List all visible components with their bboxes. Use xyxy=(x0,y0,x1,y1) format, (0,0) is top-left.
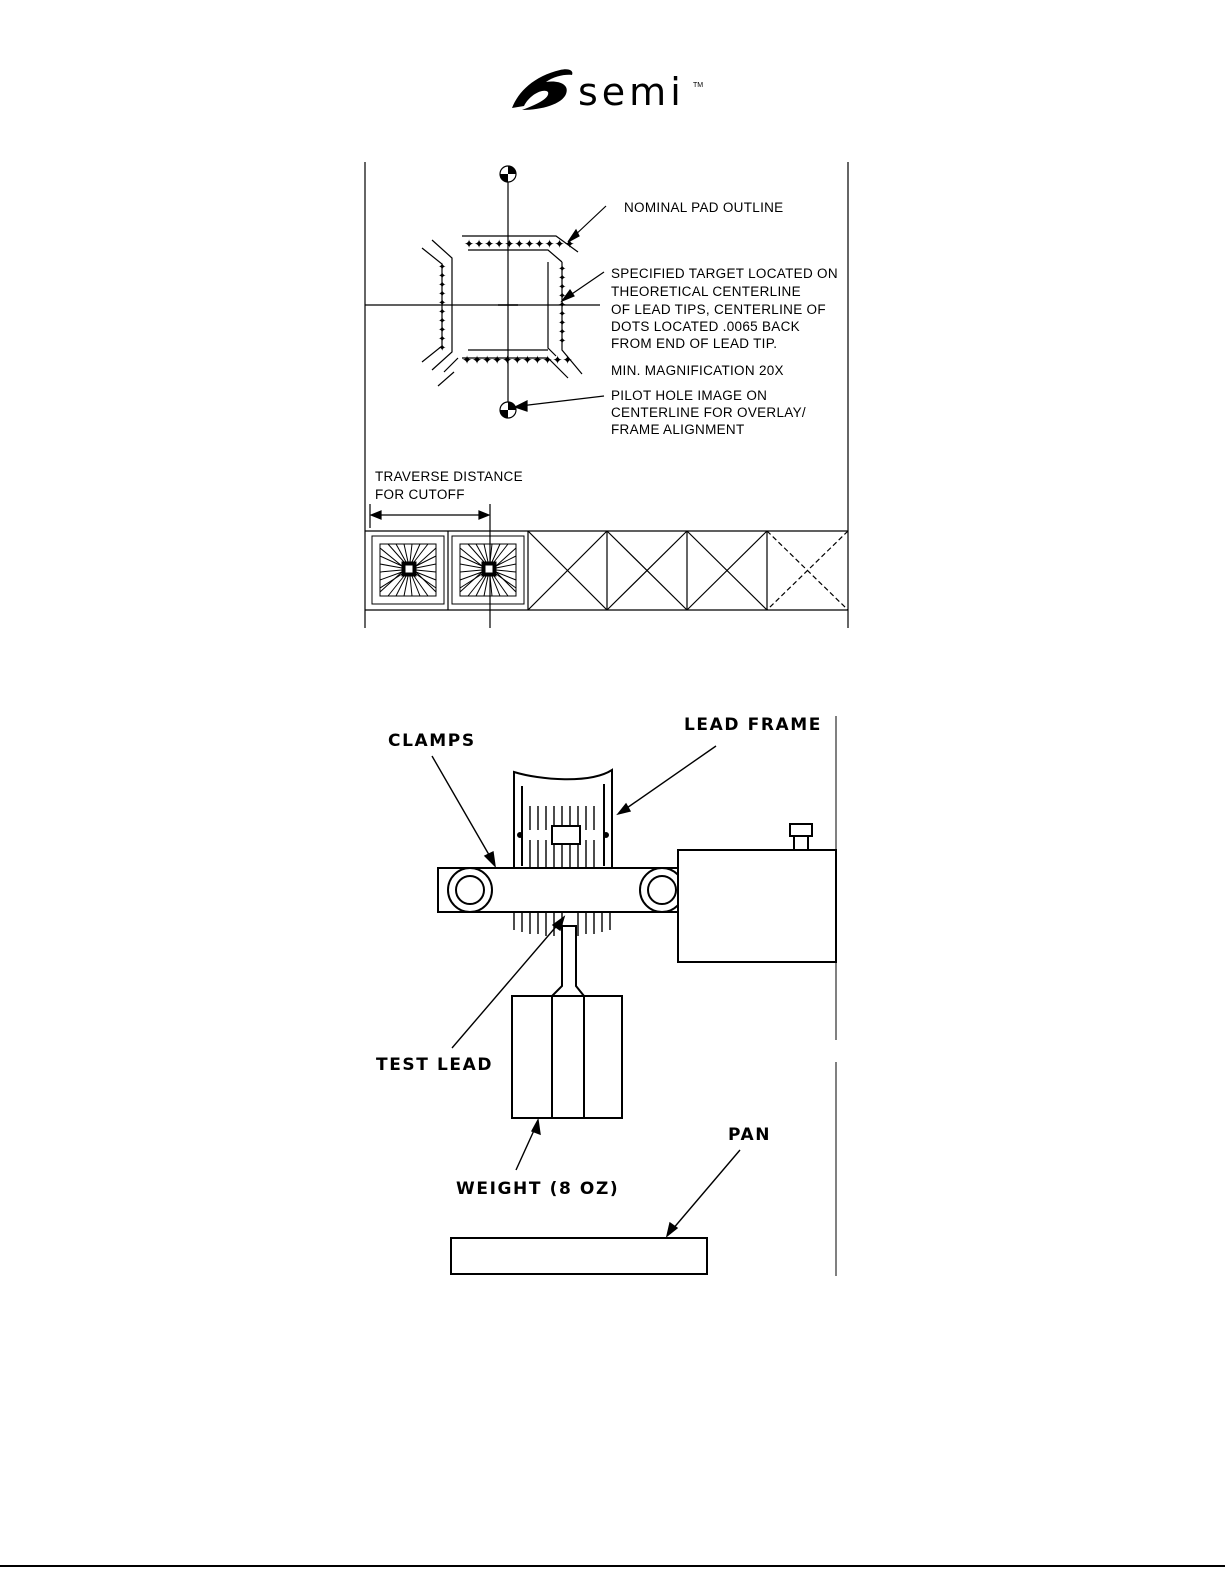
label-pilot-line-1: PILOT HOLE IMAGE ON xyxy=(611,388,768,403)
label-target-line-5: FROM END OF LEAD TIP. xyxy=(611,336,778,351)
svg-text:✦: ✦ xyxy=(438,289,446,300)
label-pilot-line-2: CENTERLINE FOR OVERLAY/ xyxy=(611,405,806,420)
figure-2-lead-test-fixture xyxy=(431,716,837,1276)
svg-text:✦: ✦ xyxy=(438,325,446,336)
svg-text:✦: ✦ xyxy=(438,271,446,282)
figure-1-overlay-diagram: ✦✦✦✦✦✦✦✦✦✦✦ ✦✦✦✦✦✦✦✦✦✦✦ ✦✦✦ ✦✦✦ ✦✦✦ ✦ ✦✦… xyxy=(364,162,849,628)
svg-text:✦: ✦ xyxy=(438,343,446,354)
svg-text:✦: ✦ xyxy=(558,318,566,329)
svg-text:✦: ✦ xyxy=(438,280,446,291)
pilot-hole-target-icon xyxy=(499,165,517,183)
label-target-line-1: SPECIFIED TARGET LOCATED ON xyxy=(611,266,838,281)
svg-text:✦: ✦ xyxy=(438,334,446,345)
label-pilot-line-3: FRAME ALIGNMENT xyxy=(611,422,745,437)
svg-text:✦✦✦✦✦✦✦✦✦✦✦: ✦✦✦✦✦✦✦✦✦✦✦ xyxy=(462,353,573,367)
label-target-line-4: DOTS LOCATED .0065 BACK xyxy=(611,319,800,334)
svg-text:✦: ✦ xyxy=(558,282,566,293)
svg-text:✦: ✦ xyxy=(558,300,566,311)
label-target-line-3: OF LEAD TIPS, CENTERLINE OF xyxy=(611,302,826,317)
package-image-2 xyxy=(451,535,525,605)
svg-text:✦✦✦✦✦✦✦✦✦✦✦: ✦✦✦✦✦✦✦✦✦✦✦ xyxy=(464,237,575,251)
svg-text:✦: ✦ xyxy=(558,273,566,284)
label-nominal-pad-outline: NOMINAL PAD OUTLINE xyxy=(624,200,784,215)
footer-rule xyxy=(0,1565,1225,1567)
label-weight: WEIGHT (8 OZ) xyxy=(456,1179,620,1199)
svg-text:✦: ✦ xyxy=(558,309,566,320)
svg-text:✦: ✦ xyxy=(558,327,566,338)
label-traverse-line-1: TRAVERSE DISTANCE xyxy=(375,469,523,484)
logo-text: semi xyxy=(578,70,685,114)
svg-text:✦: ✦ xyxy=(438,307,446,318)
label-clamps: CLAMPS xyxy=(388,731,476,751)
svg-text:✦: ✦ xyxy=(438,316,446,327)
package-image-1 xyxy=(371,535,445,605)
semi-logo-icon xyxy=(512,69,573,110)
svg-text:✦: ✦ xyxy=(558,264,566,275)
pilot-hole-image-icon xyxy=(499,401,517,419)
label-test-lead: TEST LEAD xyxy=(376,1055,494,1075)
label-magnification: MIN. MAGNIFICATION 20X xyxy=(611,363,784,378)
svg-text:✦: ✦ xyxy=(558,291,566,302)
label-lead-frame: LEAD FRAME xyxy=(684,715,823,735)
svg-text:✦: ✦ xyxy=(438,262,446,273)
label-traverse-line-2: FOR CUTOFF xyxy=(375,487,465,502)
logo-trademark: TM xyxy=(693,82,704,89)
label-pan: PAN xyxy=(728,1125,772,1145)
label-target-line-2: THEORETICAL CENTERLINE xyxy=(611,284,801,299)
svg-text:✦: ✦ xyxy=(558,336,566,347)
svg-text:✦: ✦ xyxy=(438,298,446,309)
